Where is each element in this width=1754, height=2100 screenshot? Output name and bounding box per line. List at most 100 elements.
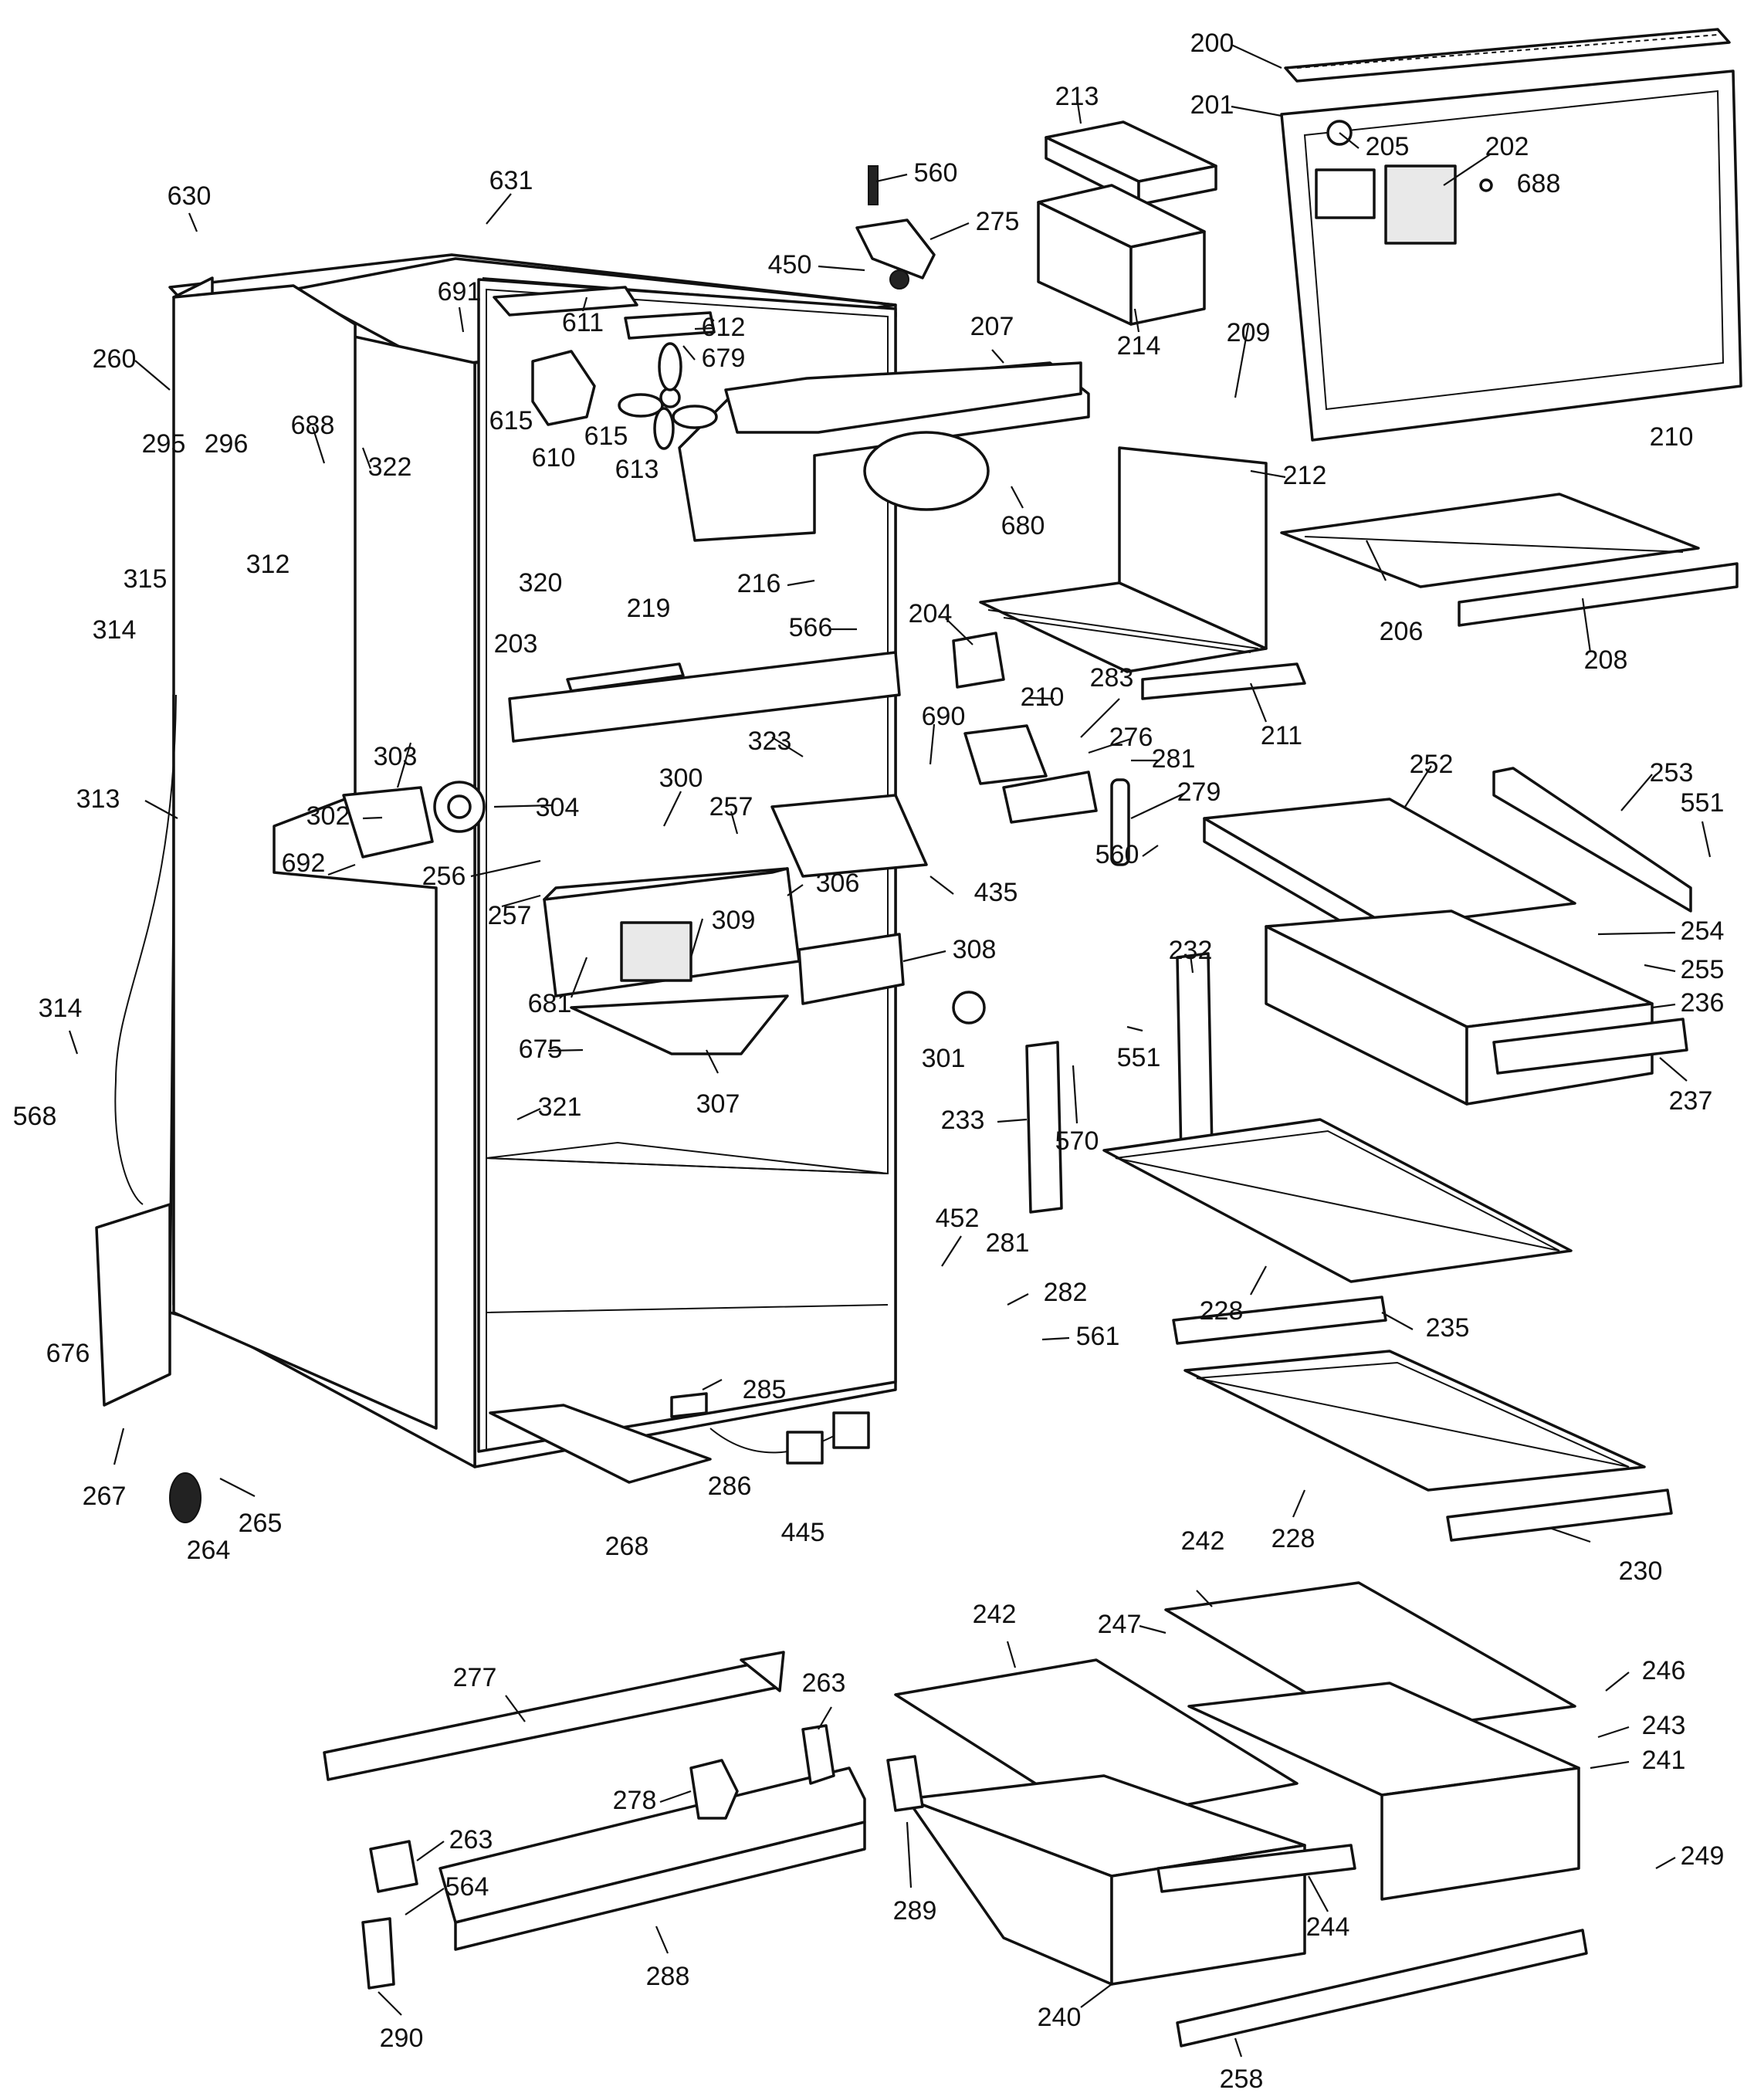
callout-207: 207	[970, 312, 1014, 341]
pan-cover-255	[1265, 909, 1654, 1106]
callout-228-lower: 228	[1271, 1524, 1316, 1553]
bracket-289	[886, 1755, 924, 1812]
drawer-trim-244	[1156, 1844, 1356, 1893]
callout-450: 450	[768, 250, 812, 279]
callout-235: 235	[1426, 1313, 1470, 1343]
callout-452: 452	[936, 1204, 980, 1233]
bracket-263-right	[801, 1724, 835, 1785]
callout-551-right: 551	[1681, 788, 1725, 818]
callout-249: 249	[1681, 1841, 1725, 1871]
callout-281-top: 281	[1152, 744, 1196, 774]
shelf-228-upper	[1102, 1118, 1573, 1283]
callout-211: 211	[1261, 721, 1302, 750]
callout-679: 679	[702, 344, 746, 373]
trim-237	[1492, 1018, 1688, 1075]
callout-561: 561	[1076, 1322, 1120, 1351]
callout-303: 303	[374, 742, 418, 771]
shelf-trim-211	[1141, 662, 1306, 700]
callout-308: 308	[953, 935, 997, 964]
callout-301: 301	[922, 1044, 966, 1073]
callout-307: 307	[696, 1089, 740, 1119]
callout-615-right: 615	[584, 422, 628, 451]
callout-203: 203	[494, 629, 538, 659]
callout-254: 254	[1681, 916, 1725, 946]
callout-315: 315	[124, 564, 168, 594]
callout-275: 275	[976, 207, 1020, 236]
bracket-283	[963, 724, 1048, 785]
plate-267	[95, 1203, 171, 1407]
bracket-263-left	[369, 1840, 418, 1893]
hinge-275	[855, 165, 936, 290]
callout-202: 202	[1485, 132, 1529, 161]
knob-301	[952, 991, 986, 1025]
grille-288	[438, 1766, 866, 1951]
callout-257-top: 257	[709, 792, 753, 821]
callout-204: 204	[909, 599, 953, 628]
crisper-cover-242-left	[894, 1658, 1299, 1824]
callout-263-right: 263	[802, 1668, 846, 1698]
callout-570: 570	[1055, 1126, 1099, 1156]
callout-252: 252	[1410, 750, 1454, 779]
trim-230	[1446, 1489, 1673, 1542]
evaporator-cover-207	[678, 361, 1090, 542]
callout-277: 277	[453, 1663, 497, 1692]
callout-675: 675	[519, 1035, 563, 1064]
callout-611: 611	[562, 308, 604, 337]
callout-278: 278	[613, 1786, 657, 1815]
callout-257-bottom: 257	[488, 901, 532, 930]
ice-tray-213	[1045, 120, 1217, 206]
callout-551-mid: 551	[1117, 1043, 1161, 1072]
mullion-203	[508, 651, 901, 743]
callout-228-upper: 228	[1200, 1296, 1244, 1326]
callout-281-bottom: 281	[986, 1228, 1030, 1258]
callout-246: 246	[1642, 1656, 1686, 1685]
ice-bucket-214	[1037, 184, 1206, 326]
shelf-228-lower	[1183, 1350, 1646, 1492]
callout-309: 309	[712, 906, 756, 935]
crisper-drawer-241	[1187, 1682, 1580, 1901]
drain-pan-307	[570, 994, 789, 1055]
callout-210-mid: 210	[1021, 682, 1065, 712]
callout-265: 265	[239, 1509, 283, 1538]
callout-213: 213	[1055, 82, 1099, 111]
control-housing-306	[543, 867, 801, 998]
base-268	[489, 1404, 712, 1484]
freezer-shelf-206	[1280, 493, 1700, 588]
callout-676: 676	[46, 1339, 90, 1368]
callout-568: 568	[13, 1102, 57, 1131]
fan-motor-610	[531, 350, 596, 426]
callout-276: 276	[1109, 723, 1153, 752]
fan-blade-613	[618, 342, 718, 450]
shelf-support-232	[1176, 952, 1214, 1160]
callout-219: 219	[627, 594, 671, 623]
callout-283: 283	[1090, 663, 1134, 693]
callout-210-right: 210	[1650, 422, 1694, 452]
callout-445: 445	[781, 1518, 825, 1547]
callout-255: 255	[1681, 955, 1725, 984]
callout-247: 247	[1098, 1610, 1142, 1639]
callout-289: 289	[893, 1896, 937, 1926]
callout-612: 612	[702, 313, 746, 342]
freezer-door-liner-201	[1280, 69, 1742, 442]
callout-214: 214	[1117, 331, 1161, 361]
bracket-611	[493, 286, 638, 317]
left-side-panel	[172, 276, 476, 1468]
callout-314-top: 314	[93, 615, 137, 645]
clip-285	[670, 1392, 708, 1418]
callout-288: 288	[646, 1962, 690, 1991]
callout-300: 300	[659, 764, 703, 793]
callout-692: 692	[282, 848, 326, 878]
tube-313	[114, 694, 177, 1205]
callout-681: 681	[528, 989, 572, 1018]
callout-691-top: 691	[438, 277, 482, 307]
callout-610: 610	[532, 443, 576, 472]
callout-242-right: 242	[1181, 1526, 1225, 1556]
callout-688-right: 688	[1517, 169, 1561, 198]
callout-312: 312	[246, 550, 290, 579]
pin-279	[1110, 778, 1130, 866]
callout-230: 230	[1619, 1556, 1663, 1586]
freezer-shelf-212	[979, 446, 1268, 673]
callout-564: 564	[445, 1872, 489, 1902]
callout-566: 566	[789, 613, 833, 642]
callout-295: 295	[142, 429, 186, 459]
